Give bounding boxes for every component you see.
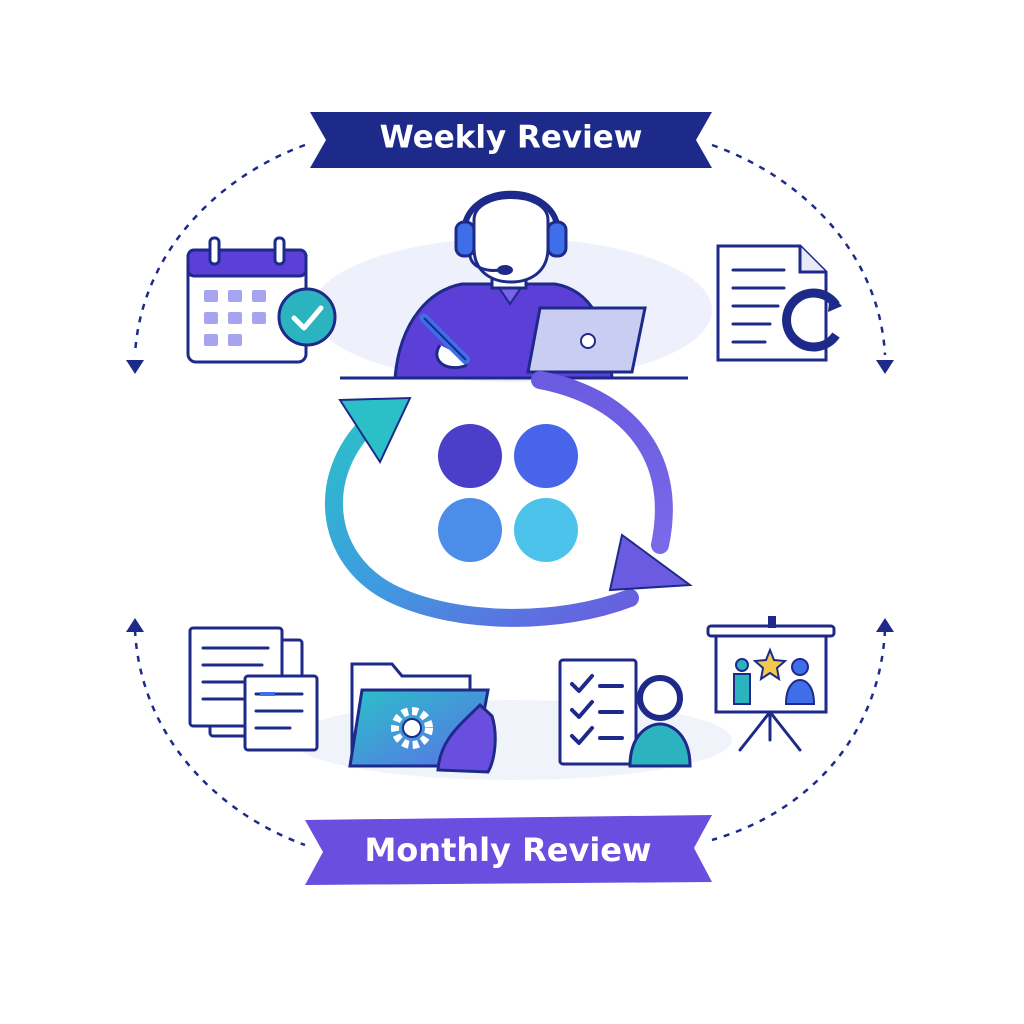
banner-label-top: Weekly Review <box>380 120 643 156</box>
cycle-arrows-icon <box>324 371 693 627</box>
arrow-down-right-icon <box>876 360 894 374</box>
banner-ribbon-bottom <box>305 815 712 885</box>
banner-label-bottom: Monthly Review <box>364 831 651 869</box>
dashed-cycle-arcs <box>133 143 887 847</box>
weekly-review-banner: Weekly Review <box>310 112 712 168</box>
folder-settings-icon <box>348 662 497 774</box>
banner-ribbon-top <box>310 112 712 168</box>
arrow-up-left-icon <box>126 618 144 632</box>
document-refresh-icon <box>716 244 842 362</box>
laptop-icon <box>340 306 688 380</box>
arc-arrowheads <box>126 360 894 632</box>
calendar-check-icon <box>186 236 337 364</box>
arrow-down-left-icon <box>126 360 144 374</box>
checklist-person-icon <box>558 658 692 768</box>
stacked-documents-icon <box>188 626 319 752</box>
arc-top-right <box>711 143 887 356</box>
arc-top-left <box>133 143 306 356</box>
arrow-up-right-icon <box>876 618 894 632</box>
four-dot-grid-icon <box>438 424 578 562</box>
arc-bottom-left <box>133 629 306 847</box>
monthly-review-banner: Monthly Review <box>305 815 712 885</box>
arc-bottom-right <box>711 629 887 842</box>
presentation-board-icon <box>706 616 836 752</box>
